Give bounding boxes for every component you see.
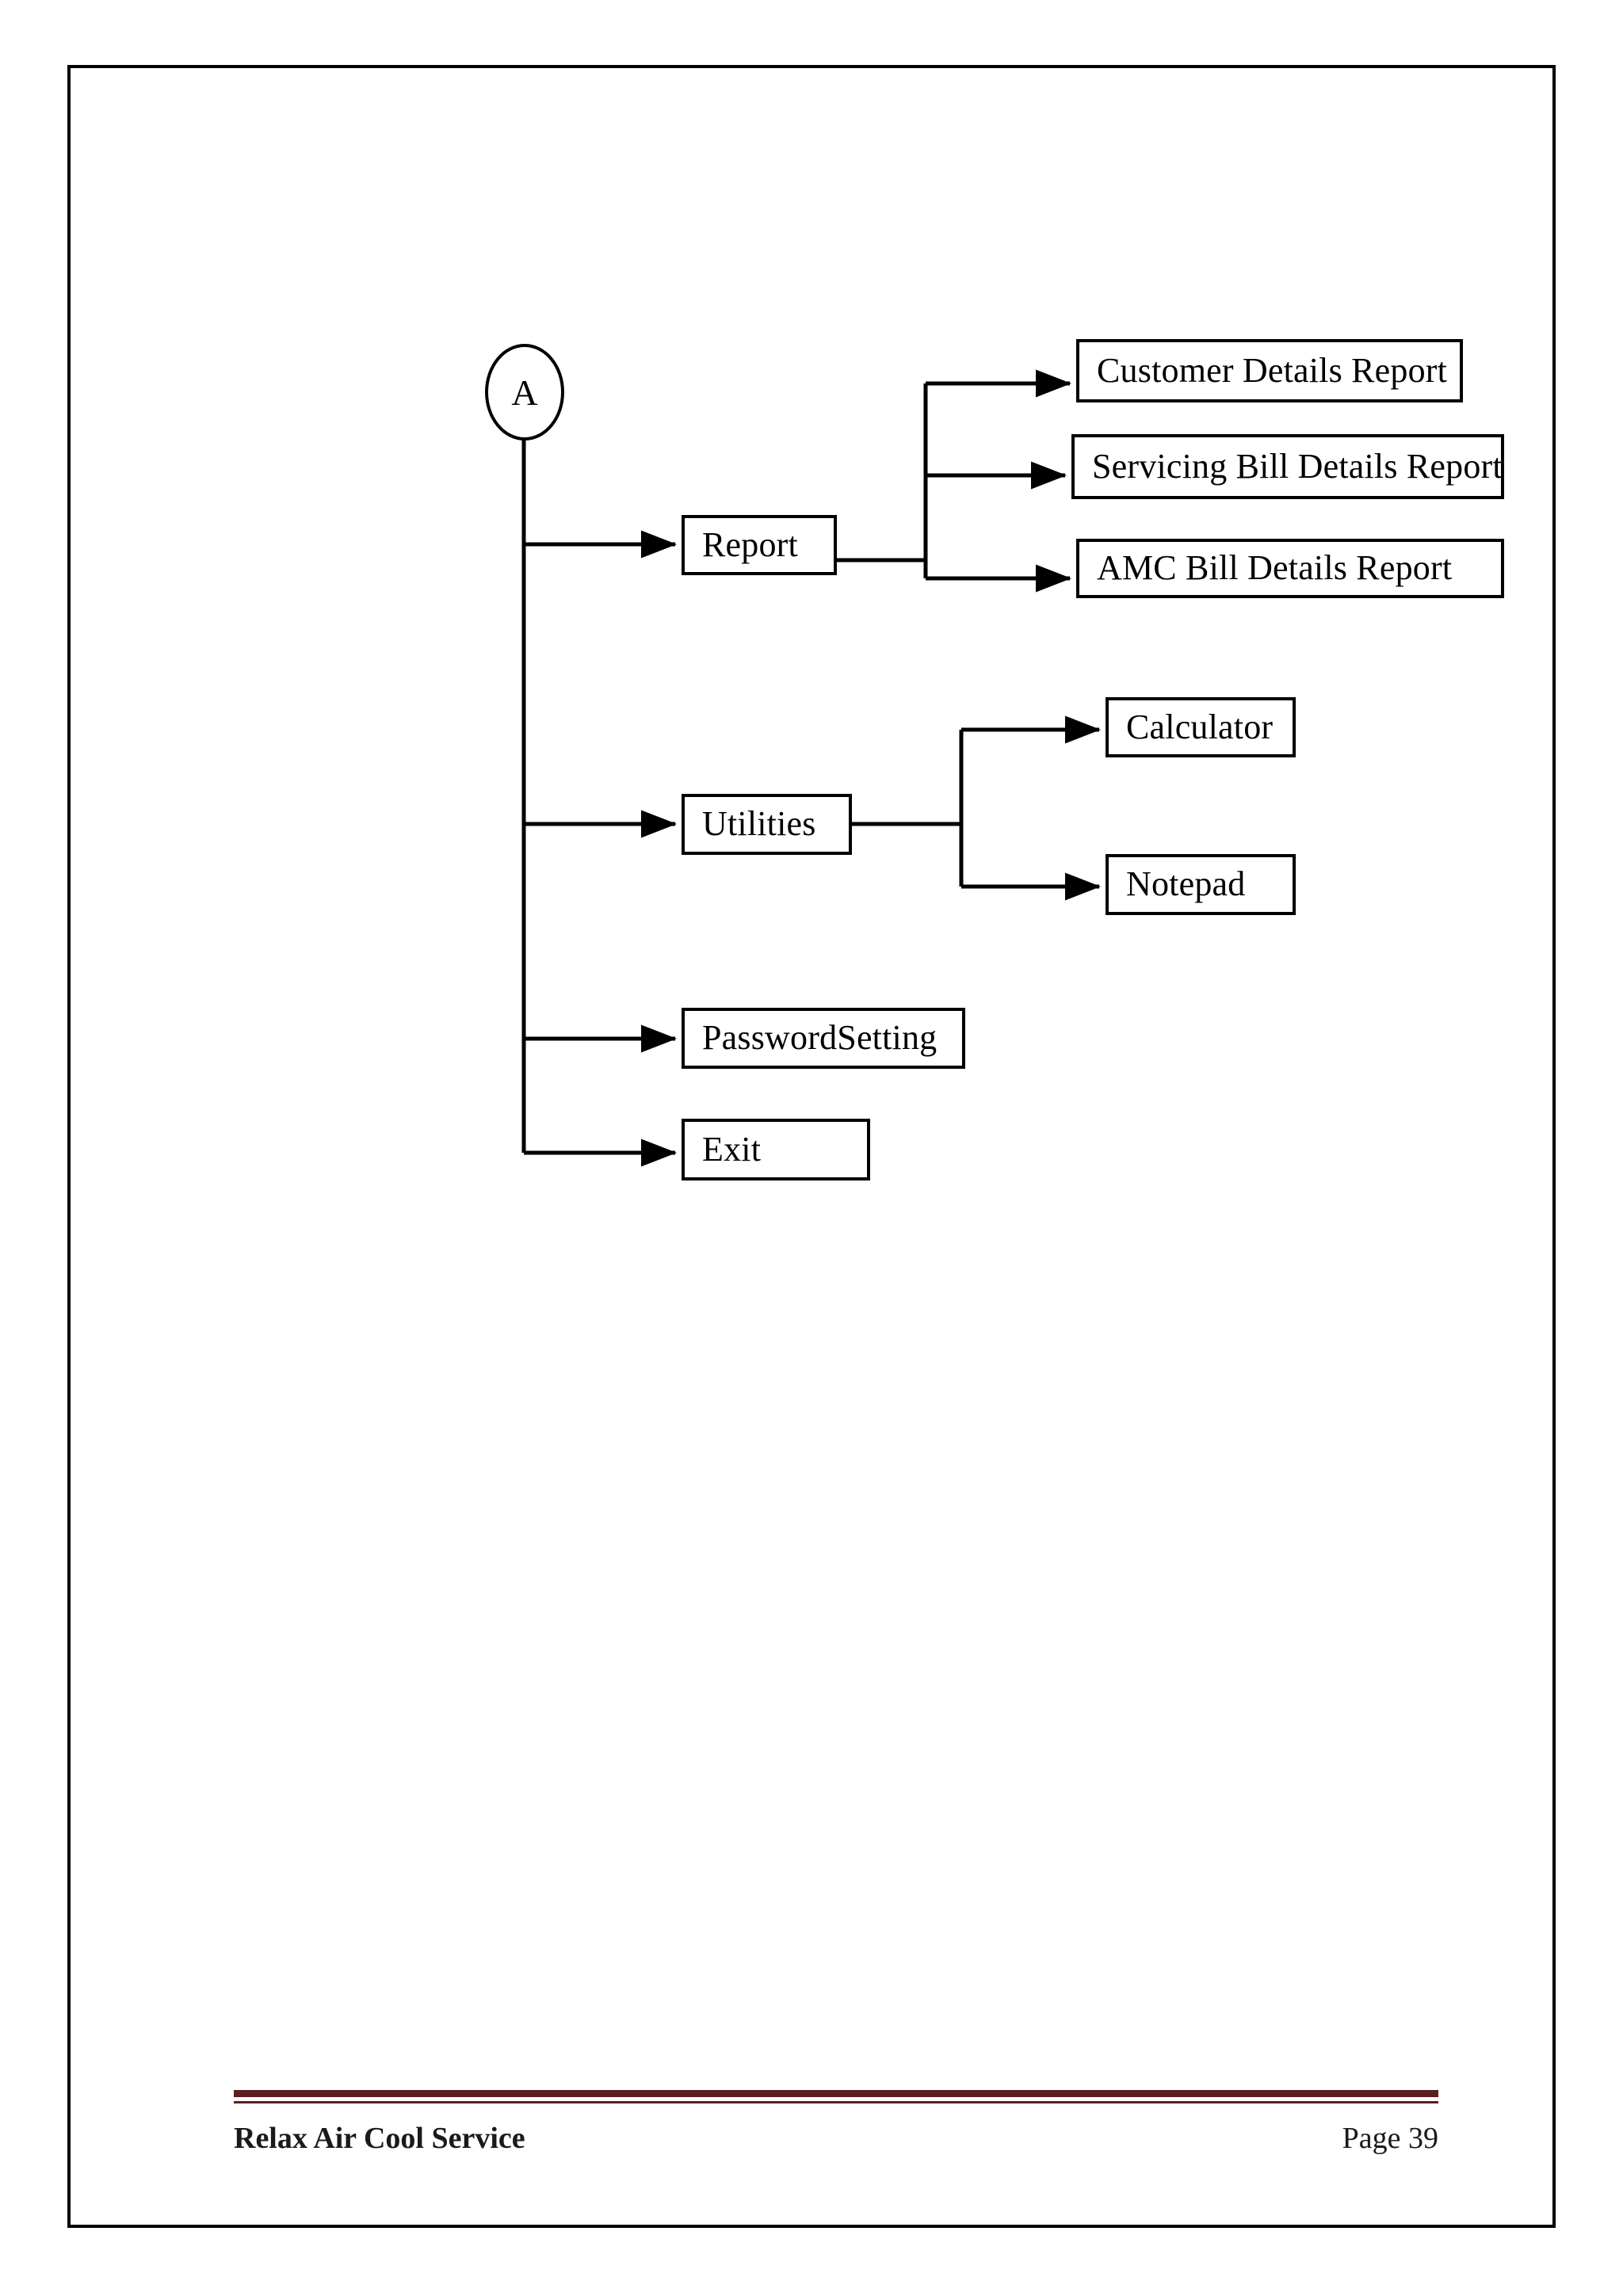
footer-text-row: Relax Air Cool Service Page 39	[234, 2121, 1438, 2156]
node-exit[interactable]: Exit	[682, 1119, 870, 1180]
node-report[interactable]: Report	[682, 515, 837, 575]
node-customer-details-report-label: Customer Details Report	[1097, 350, 1448, 390]
node-customer-details-report[interactable]: Customer Details Report	[1076, 339, 1463, 402]
footer-page-number: Page 39	[1342, 2122, 1438, 2155]
node-password-setting-label: PasswordSetting	[702, 1018, 938, 1058]
node-amc-bill-details-report[interactable]: AMC Bill Details Report	[1076, 539, 1504, 598]
node-calculator[interactable]: Calculator	[1106, 697, 1296, 757]
page-footer: Relax Air Cool Service Page 39	[234, 2090, 1438, 2156]
node-a-label: A	[511, 372, 538, 413]
node-servicing-bill-details-report[interactable]: Servicing Bill Details Report	[1071, 434, 1504, 499]
node-password-setting[interactable]: PasswordSetting	[682, 1008, 965, 1069]
node-notepad[interactable]: Notepad	[1106, 854, 1296, 915]
node-exit-label: Exit	[702, 1129, 762, 1169]
node-utilities-label: Utilities	[702, 804, 816, 844]
footer-rule-gap	[234, 2097, 1438, 2101]
node-report-label: Report	[702, 524, 798, 564]
footer-rule-thick	[234, 2090, 1438, 2097]
node-utilities[interactable]: Utilities	[682, 794, 852, 855]
node-amc-bill-details-report-label: AMC Bill Details Report	[1097, 548, 1453, 588]
node-notepad-label: Notepad	[1126, 864, 1246, 904]
node-a[interactable]: A	[485, 344, 564, 441]
footer-document-title: Relax Air Cool Service	[234, 2122, 525, 2155]
footer-rule-thin	[234, 2101, 1438, 2103]
node-calculator-label: Calculator	[1126, 707, 1274, 746]
node-servicing-bill-details-report-label: Servicing Bill Details Report	[1092, 446, 1503, 486]
